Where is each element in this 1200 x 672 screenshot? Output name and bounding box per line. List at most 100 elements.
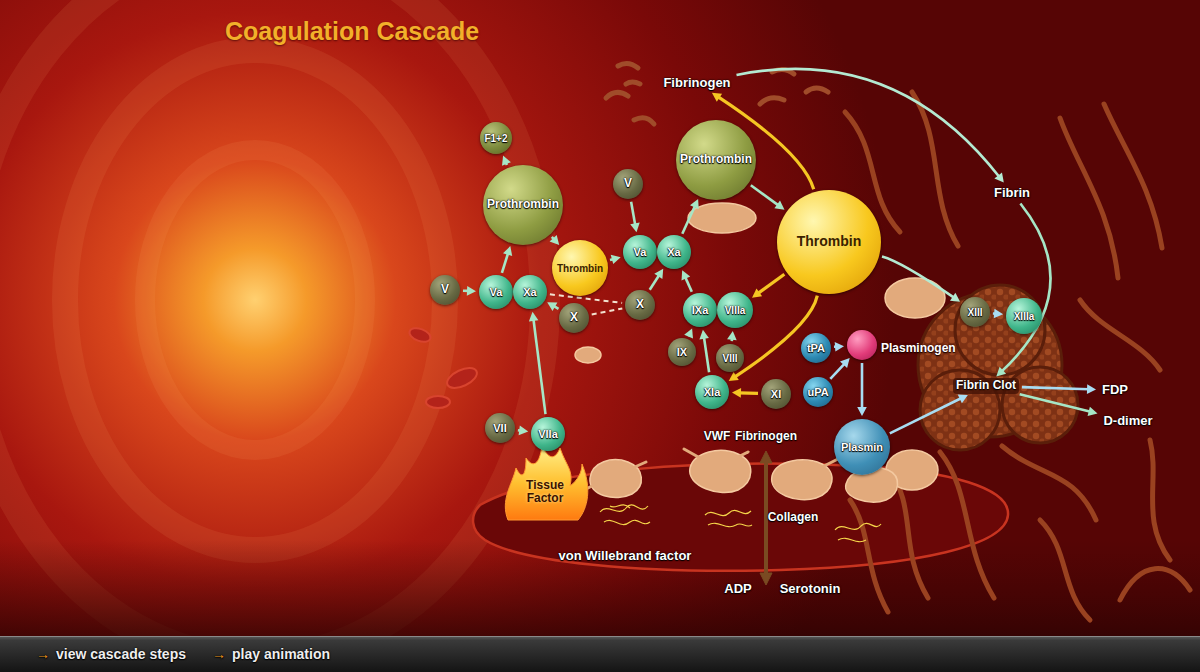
connector-line xyxy=(882,257,954,298)
fibrinogen-molecule xyxy=(626,82,640,84)
release-head xyxy=(760,451,772,463)
annotation-label: ADP xyxy=(724,582,751,596)
arrow-glyph: → xyxy=(36,647,50,662)
pseudopod xyxy=(628,462,646,470)
pseudopods xyxy=(580,449,842,492)
node-text: V xyxy=(441,283,449,296)
connector-line xyxy=(1001,204,1050,372)
factor-circle: Prothrombin xyxy=(676,120,756,200)
factor-circle: uPA xyxy=(803,377,833,407)
platelet xyxy=(885,278,945,318)
factor-circle: V xyxy=(613,169,643,199)
floor-shade xyxy=(0,540,1200,636)
arrow-head xyxy=(630,223,640,233)
fibrin-strand xyxy=(850,500,888,612)
connector-line xyxy=(861,363,864,409)
connector xyxy=(529,312,546,414)
pseudopod xyxy=(736,452,748,458)
factor-circle: IX xyxy=(668,338,696,366)
arrow-head xyxy=(712,93,722,102)
factor-circle: IXa xyxy=(683,293,717,327)
clot-mass xyxy=(955,285,1045,375)
factor-circle: Thrombin xyxy=(777,190,881,294)
arrow-head xyxy=(835,342,844,352)
node-text: XIII xyxy=(967,307,982,318)
arrow-head xyxy=(682,270,691,280)
connector-line xyxy=(830,363,845,379)
red-blood-cell xyxy=(444,364,480,392)
factor-circle: VII xyxy=(485,413,515,443)
factor-circle: VIIa xyxy=(531,417,565,451)
connector xyxy=(547,302,558,311)
arrow-glyph: → xyxy=(212,647,226,662)
connector xyxy=(996,204,1050,377)
connector xyxy=(993,309,1003,319)
node-text: XI xyxy=(771,388,781,400)
factor-circle: Plasminogen xyxy=(847,330,877,360)
control-bar-edge xyxy=(0,636,1200,637)
connector xyxy=(630,202,640,233)
factor-circle: Xa xyxy=(657,235,691,269)
arrow-head xyxy=(699,330,709,340)
connector-line xyxy=(890,398,962,433)
factor-circle: VIIIa xyxy=(717,292,753,328)
connector xyxy=(751,185,785,209)
arrow-head xyxy=(611,255,621,264)
connector xyxy=(727,331,737,341)
connector xyxy=(502,246,512,273)
arrow-head xyxy=(503,246,512,256)
annotation-label: Serotonin xyxy=(780,582,841,596)
factor-circle: XIa xyxy=(695,375,729,409)
connector xyxy=(550,294,622,303)
connector xyxy=(1022,384,1096,394)
connector xyxy=(610,255,621,264)
fibrin-strand xyxy=(1002,446,1096,520)
term-label: Fibrinogen xyxy=(660,75,733,91)
term-label: Fibrin xyxy=(991,185,1033,201)
node-text: Xa xyxy=(667,246,680,258)
term-label: Fibrin Clot xyxy=(953,378,1019,393)
node-text: VIII xyxy=(722,353,737,364)
connector-line xyxy=(502,253,508,273)
node-text: X xyxy=(570,311,578,324)
fibrin-strand xyxy=(1080,300,1160,370)
factor-circle: Va xyxy=(623,235,657,269)
collagen-fiber xyxy=(600,505,650,525)
connector xyxy=(550,235,560,245)
connector xyxy=(737,69,1004,183)
platelet xyxy=(575,347,601,363)
connector-line xyxy=(1022,387,1089,389)
connector-line xyxy=(650,275,660,290)
factor-circle: X xyxy=(625,290,655,320)
fibrin-strand xyxy=(1104,104,1162,248)
connector-line xyxy=(704,337,709,373)
factor-circle: Xa xyxy=(513,275,547,309)
connector xyxy=(890,395,968,434)
term-label: D-dimer xyxy=(1100,413,1155,429)
node-text: IX xyxy=(677,346,687,358)
node-text: F1+2 xyxy=(484,133,507,144)
connector xyxy=(682,199,699,234)
release-head xyxy=(760,573,772,585)
fibrin-strands xyxy=(845,92,1190,620)
node-text: Thrombin xyxy=(797,234,862,249)
connector xyxy=(518,426,528,436)
arrow-head xyxy=(684,328,693,338)
node-text: IXa xyxy=(692,304,709,316)
fibrinogen-molecule xyxy=(618,63,638,68)
node-text: VII xyxy=(493,422,506,434)
vessel-ring xyxy=(65,50,445,550)
factor-circle: Prothrombin xyxy=(483,165,563,245)
connector-line xyxy=(533,319,545,414)
node-text: Fibrinogen xyxy=(663,76,730,90)
connector xyxy=(752,274,784,298)
release-shaft xyxy=(764,460,768,576)
annotation-label: Collagen xyxy=(768,511,819,524)
factor-circle: tPA xyxy=(801,333,831,363)
factor-circle: F1+2 xyxy=(480,122,512,154)
arrow-head xyxy=(729,372,739,381)
red-cells xyxy=(408,326,480,408)
